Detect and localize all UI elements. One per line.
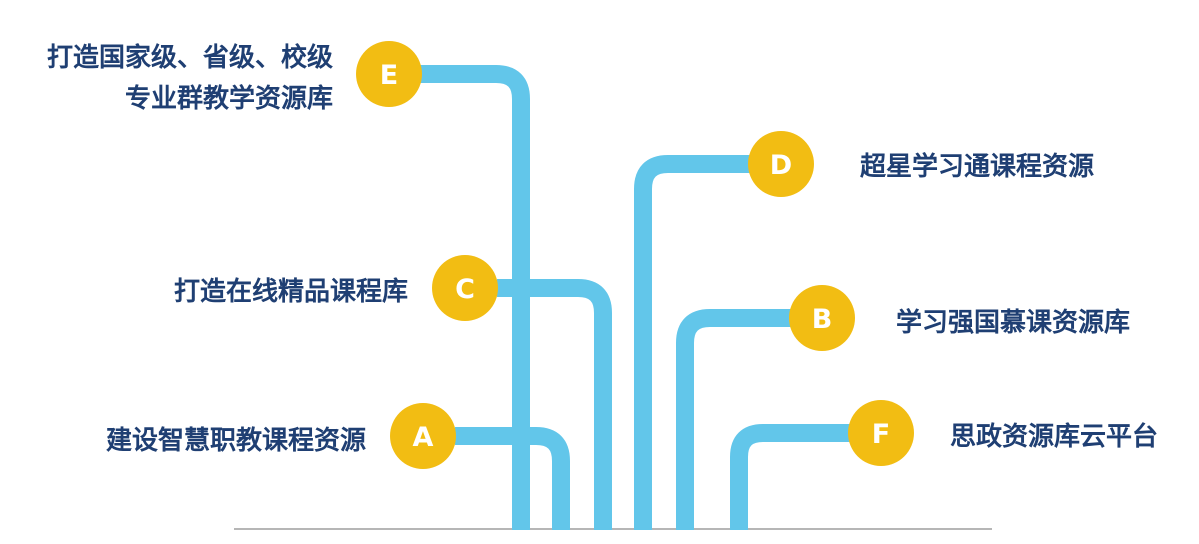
label-b: 学习强国慕课资源库 <box>896 307 1130 338</box>
pipe-f <box>730 424 860 530</box>
label-f: 思政资源库云平台 <box>950 421 1158 452</box>
badge-letter-d: D <box>770 150 792 181</box>
badge-c <box>432 255 498 321</box>
badge-letter-c: C <box>455 274 475 305</box>
badge-b <box>789 285 855 351</box>
node-e: E 打造国家级、省级、校级 专业群教学资源库 <box>47 41 422 114</box>
pipe-b <box>676 309 800 530</box>
pipe-a <box>455 427 570 530</box>
badge-letter-a: A <box>413 422 434 453</box>
label-e-line-2: 专业群教学资源库 <box>125 83 333 114</box>
node-f: F 思政资源库云平台 <box>848 400 1158 466</box>
pipes <box>420 65 860 530</box>
node-d: D 超星学习通课程资源 <box>748 131 1094 197</box>
label-e-line-1: 打造国家级、省级、校级 <box>47 42 333 73</box>
label-d: 超星学习通课程资源 <box>860 151 1094 182</box>
badge-letter-b: B <box>812 304 833 335</box>
label-a: 建设智慧职教课程资源 <box>106 426 366 456</box>
badge-d <box>748 131 814 197</box>
node-a: A 建设智慧职教课程资源 <box>106 403 456 469</box>
badge-a <box>390 403 456 469</box>
badge-e <box>356 41 422 107</box>
pipe-e <box>420 65 530 530</box>
label-c: 打造在线精品课程库 <box>174 277 408 307</box>
badge-letter-f: F <box>872 419 890 450</box>
node-b: B 学习强国慕课资源库 <box>789 285 1130 351</box>
node-c: C 打造在线精品课程库 <box>174 255 498 321</box>
badge-letter-e: E <box>380 60 398 91</box>
pipe-d <box>634 155 760 530</box>
badge-f <box>848 400 914 466</box>
pipe-c <box>497 279 612 530</box>
